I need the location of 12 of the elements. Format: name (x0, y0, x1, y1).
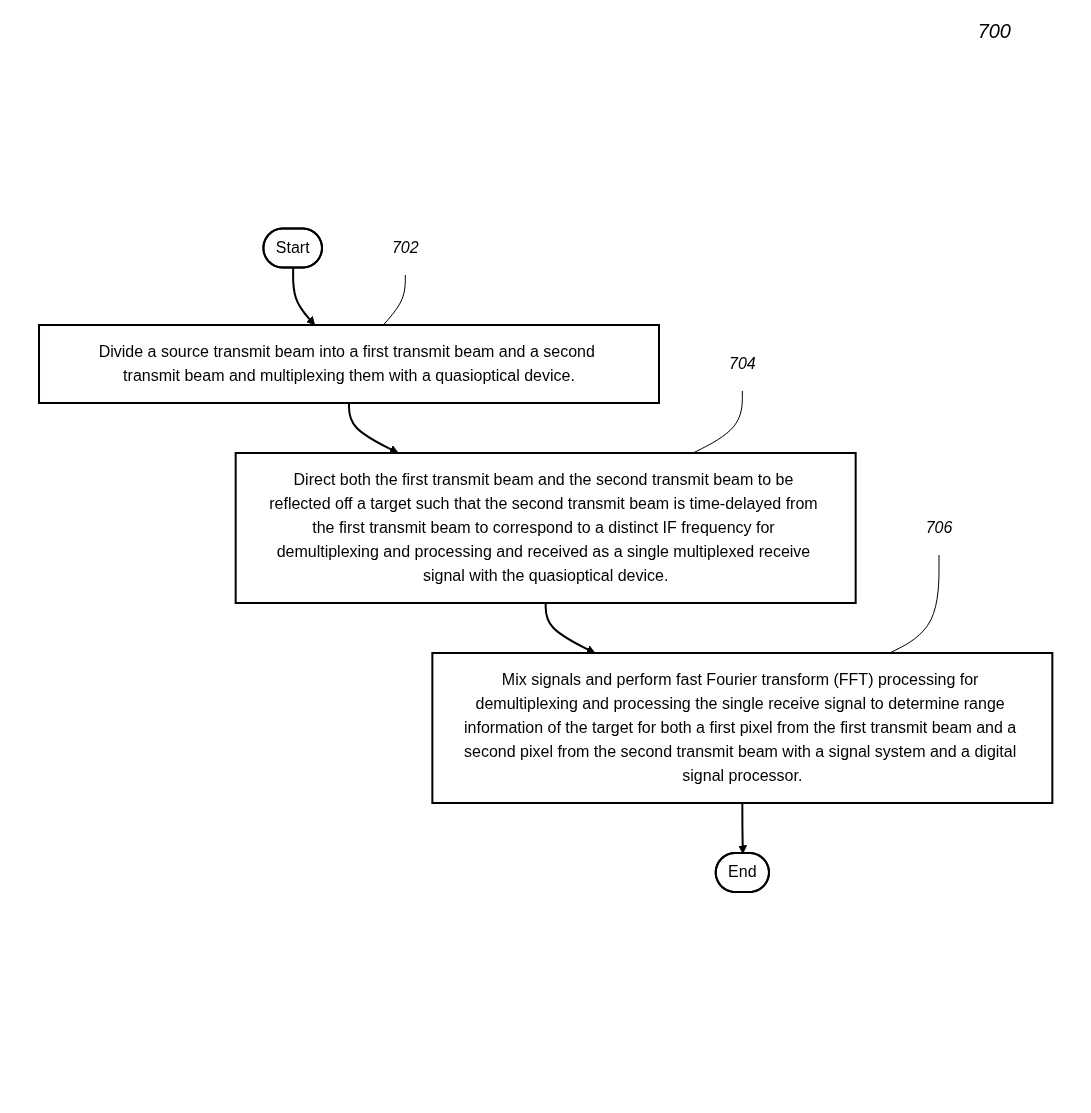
connector (382, 274, 406, 326)
arrow (291, 267, 315, 326)
node-text: 704 (728, 355, 756, 372)
node-text: 706 (925, 518, 953, 536)
arrow (738, 802, 747, 854)
figure-number: 700 (977, 20, 1011, 42)
node-text: 702 (391, 239, 419, 256)
node-box: Mix signals and perform fast Fourier transform (FFT) processing for demultiplexing and processing the single receive signal to determine range information of the target for both a first pixel from the first transmit beam and a second pixel from the second transmit beam with a signal system and a digital signal processor. (431, 652, 1054, 804)
arrow (544, 602, 596, 654)
node-box: Divide a source transmit beam into a first transmit beam and a second transmit beam and multiplexing them with a quasioptical device. (37, 324, 660, 404)
node-box: Direct both the first transmit beam and the second transmit beam to be reflected off a target such that the second transmit beam is time-delayed from the first transmit beam to correspond to a distinct IF frequency for demultiplexing and processing and received as a single multiplexed receive signal with the quasioptical device. (234, 452, 857, 604)
arrow (347, 402, 399, 454)
